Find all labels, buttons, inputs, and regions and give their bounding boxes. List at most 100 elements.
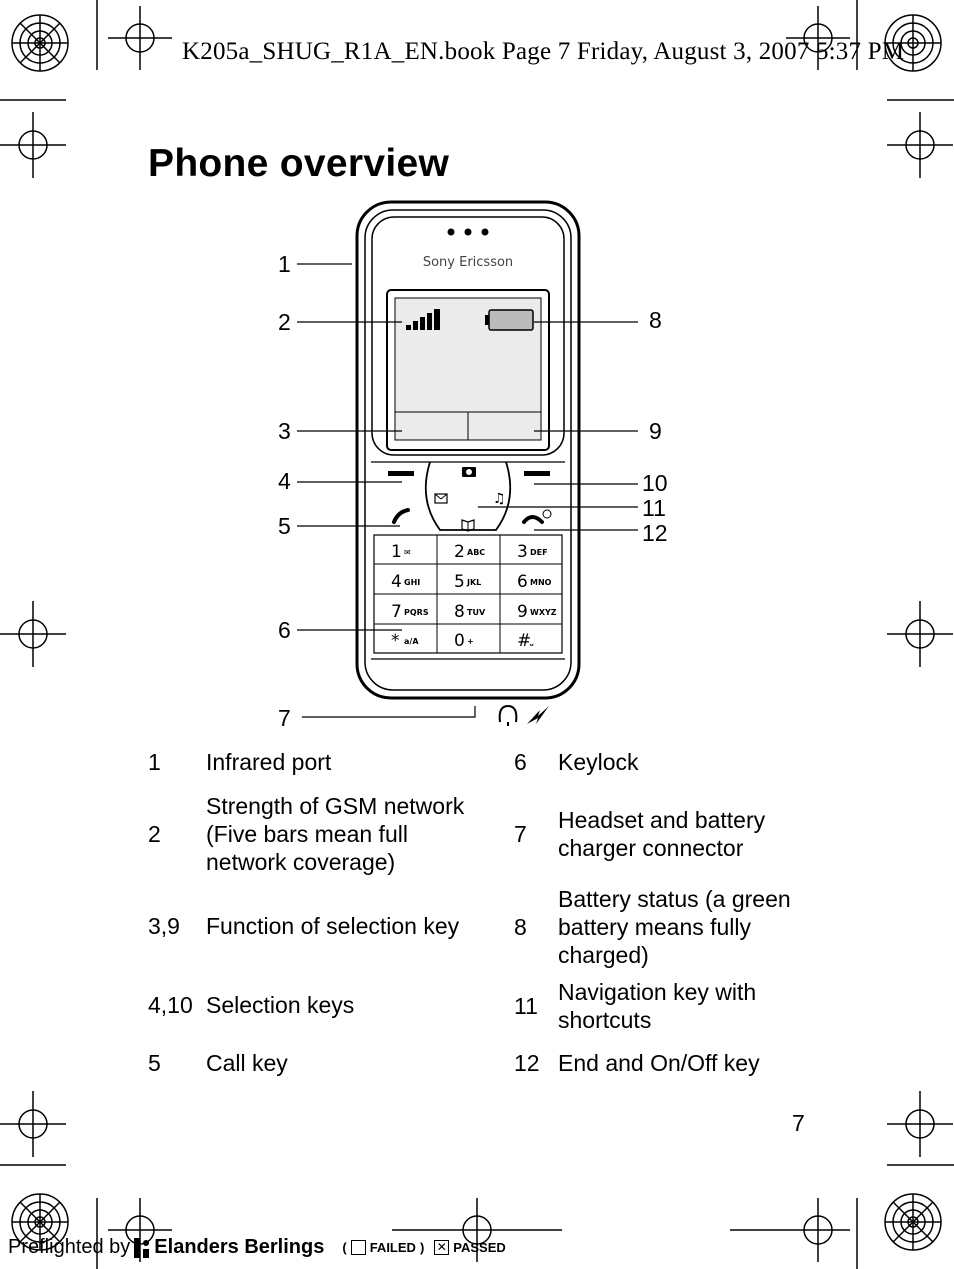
failed-label: FAILED [369,1240,416,1255]
right-selection-key [524,471,550,476]
callout-12: 12 [642,520,668,546]
crosshair-mark [887,1091,953,1157]
legend-number: 6 [514,749,527,775]
callout-8: 8 [649,307,662,333]
crosshair-mark [730,1198,850,1262]
key-2-letters: ABC [467,548,485,557]
key-7-digit: 7 [391,602,402,622]
callout-9: 9 [649,418,662,444]
message-icon [434,493,448,504]
key-12-letters: ⎵ [529,637,534,647]
charger-icon [527,706,549,724]
key-7-letters: PQRS [404,608,429,617]
key-3-letters: DEF [530,548,548,557]
legend-number: 7 [514,821,527,847]
speaker-dot [481,228,489,236]
legend-description: End and On/Off key [558,1050,760,1076]
page-number: 7 [792,1110,805,1136]
legend-number: 3,9 [148,913,180,939]
speaker-dot [464,228,472,236]
battery-icon [485,309,534,331]
preflight-prefix: Preflighted by [8,1236,131,1258]
key-9-letters: WXYZ [530,608,557,617]
legend-number: 2 [148,821,161,847]
callout-4: 4 [278,468,291,494]
phone-body [355,200,581,700]
key-4-letters: GHI [404,578,420,587]
corner-radial-mark [884,14,942,72]
key-11-letters: + [467,637,474,646]
key-3-digit: 3 [517,542,528,562]
page-title: Phone overview [148,142,450,185]
legend-description: Infrared port [206,749,332,775]
passed-label: PASSED [453,1240,506,1255]
corner-radial-mark [11,1193,69,1251]
legend-number: 11 [514,993,538,1019]
phone-brand-label: Sony Ericsson [423,255,513,270]
passed-checkbox-icon: ✕ [434,1240,450,1255]
legend-description: Battery status (a green battery means fu… [558,886,791,968]
music-icon: ♫ [493,491,506,507]
legend-description: Call key [206,1050,288,1076]
key-6-letters: MNO [530,578,552,587]
crosshair-mark [0,601,66,667]
preflight-brand: Elanders Berlings [154,1236,325,1258]
key-10-letters: a/A [404,637,419,646]
legend-number: 1 [148,749,161,775]
callout-10: 10 [642,470,668,496]
legend-number: 8 [514,914,527,940]
crosshair-mark [887,112,953,178]
legend-description: Strength of GSM network (Five bars mean … [206,793,465,875]
callout-2: 2 [278,309,291,335]
legend-number: 5 [148,1050,161,1076]
end-key-icon [522,515,544,524]
crosshair-mark [786,6,850,70]
corner-radial-mark [11,14,69,72]
failed-checkbox-icon [350,1240,366,1255]
key-12-digit: # [517,631,531,651]
callout-6: 6 [278,617,291,643]
key-10-digit: * [391,631,400,651]
callout-11: 11 [642,495,666,521]
crosshair-mark [887,601,953,667]
preflight-footer: Preflighted by Elanders Berlings ( FAILE… [8,1236,506,1258]
legend-description: Navigation key with shortcuts [558,979,757,1033]
crosshair-mark [0,112,66,178]
key-9-digit: 9 [517,602,528,622]
key-1-letters: ✉ [404,548,411,557]
left-selection-key [388,471,414,476]
crosshair-mark [108,6,172,70]
legend-description: Function of selection key [206,913,460,939]
key-11-digit: 0 [454,631,465,651]
legend-description: Headset and battery charger connector [558,807,766,861]
signal-strength-icon [406,309,440,330]
corner-radial-mark [884,1193,942,1251]
key-8-digit: 8 [454,602,465,622]
key-4-digit: 4 [391,572,402,592]
legend-description: Keylock [558,749,639,775]
headset-icon [498,704,518,726]
legend-number: 4,10 [148,992,193,1018]
callout-7: 7 [278,705,291,731]
legend-number: 12 [514,1050,540,1076]
callout-leaders [297,263,638,718]
phone-screen [386,289,550,451]
callout-1: 1 [278,251,291,277]
speaker-dot [447,228,455,236]
call-key-icon [392,508,410,524]
legend-description: Selection keys [206,992,355,1018]
crosshair-mark [392,1198,562,1262]
key-5-letters: JKL [466,578,481,587]
elanders-logo-icon [134,1237,150,1258]
crosshair-mark [0,1091,66,1157]
callout-3: 3 [278,418,291,444]
key-1-digit: 1 [391,542,402,562]
print-header: K205a_SHUG_R1A_EN.book Page 7 Friday, Au… [182,38,905,65]
key-8-letters: TUV [467,608,486,617]
key-5-digit: 5 [454,572,465,592]
key-6-digit: 6 [517,572,528,592]
callout-5: 5 [278,513,291,539]
key-2-digit: 2 [454,542,465,562]
